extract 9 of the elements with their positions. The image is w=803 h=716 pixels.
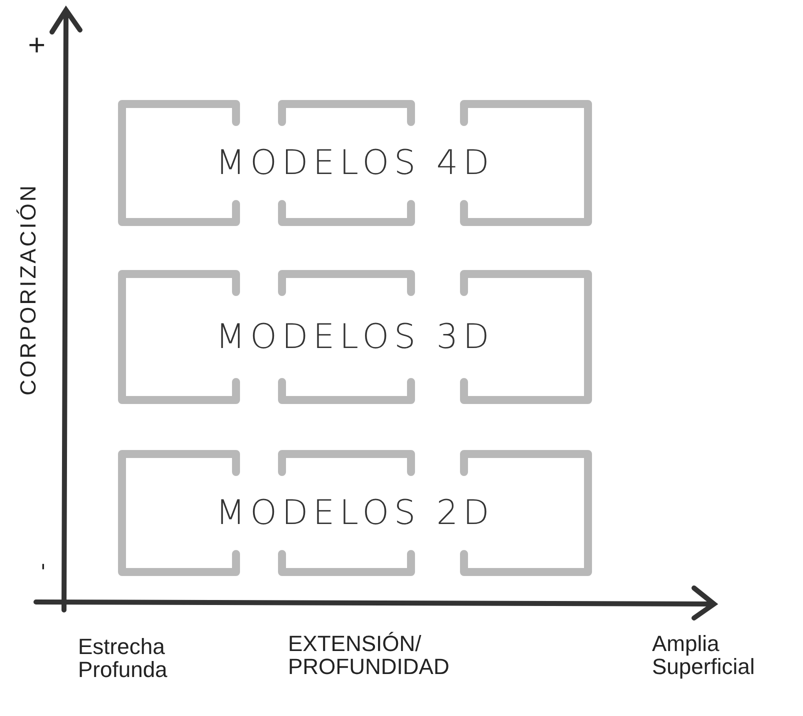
axis-label: Estrecha Profunda [78, 635, 168, 682]
row-label: MODELOS 2D [216, 493, 494, 533]
row-label: MODELOS 3D [216, 317, 494, 357]
axis-label: Amplia Superficial [652, 632, 756, 678]
row-label: MODELOS 4D [216, 143, 494, 183]
axis-label: CORPORIZACIÓN [16, 184, 40, 396]
axis-label: EXTENSIÓN/ PROFUNDIDAD [288, 632, 450, 678]
axis-mark: + [28, 30, 46, 62]
axis-mark: - [30, 562, 54, 570]
